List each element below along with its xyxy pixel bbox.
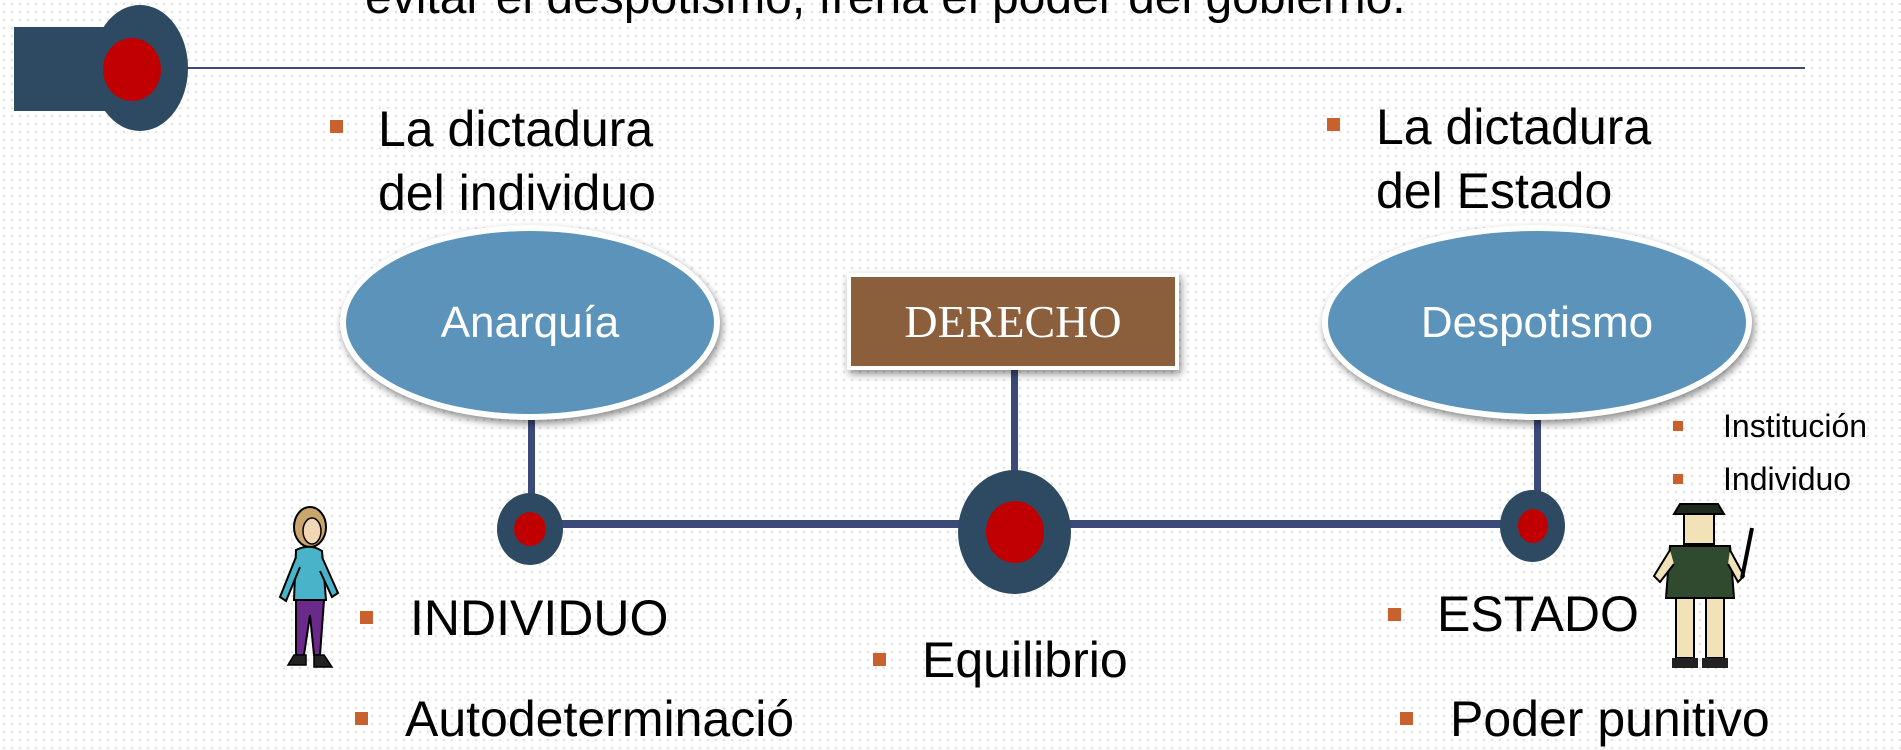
bullet-marker xyxy=(330,120,343,133)
equilibrio-label: Equilibrio xyxy=(922,632,1128,688)
right-bullet-line1: La dictadura xyxy=(1376,99,1652,155)
walking-person-icon xyxy=(278,506,340,668)
node-dot xyxy=(514,512,546,546)
bullet-marker xyxy=(1400,712,1413,725)
connector-derecho xyxy=(1011,370,1018,480)
logo-dot xyxy=(103,38,161,101)
bullet-marker xyxy=(1673,421,1683,431)
node-estado xyxy=(1500,490,1565,562)
bullet-marker xyxy=(360,611,373,624)
bullet-marker xyxy=(1327,118,1340,131)
header-rule xyxy=(185,67,1805,69)
header-text: evitar el despotismo, frena el poder del… xyxy=(365,0,1423,25)
side-list-item: Individuo xyxy=(1723,461,1852,497)
derecho-label: DERECHO xyxy=(904,296,1122,347)
bullet-marker xyxy=(1673,474,1683,484)
poder-punitivo-label: Poder punitivo xyxy=(1450,691,1770,747)
derecho-box: DERECHO xyxy=(847,273,1179,370)
bullet-marker xyxy=(355,712,368,725)
despotismo-label: Despotismo xyxy=(1420,297,1654,347)
autodeterminacion-label: Autodeterminació xyxy=(405,691,795,747)
node-equilibrio xyxy=(958,470,1071,594)
node-dot xyxy=(1517,509,1548,543)
left-bullet-line1: La dictadura xyxy=(378,101,654,157)
left-bullet-line2: del individuo xyxy=(378,165,656,221)
individuo-label: INDIVIDUO xyxy=(410,590,669,646)
despotismo-ellipse: Despotismo xyxy=(1322,225,1752,420)
connector-despotismo xyxy=(1534,415,1541,515)
bullet-marker xyxy=(873,653,886,666)
side-list-item: Institución xyxy=(1723,408,1868,444)
node-dot xyxy=(985,501,1044,563)
right-bullet-line2: del Estado xyxy=(1376,163,1613,219)
guard-figure-icon xyxy=(1652,503,1754,668)
anarquia-ellipse: Anarquía xyxy=(340,225,720,420)
estado-label: ESTADO xyxy=(1437,586,1639,642)
anarquia-label: Anarquía xyxy=(440,297,620,347)
node-individuo xyxy=(497,493,563,565)
bullet-marker xyxy=(1388,608,1401,621)
connector-anarquia xyxy=(528,410,535,515)
